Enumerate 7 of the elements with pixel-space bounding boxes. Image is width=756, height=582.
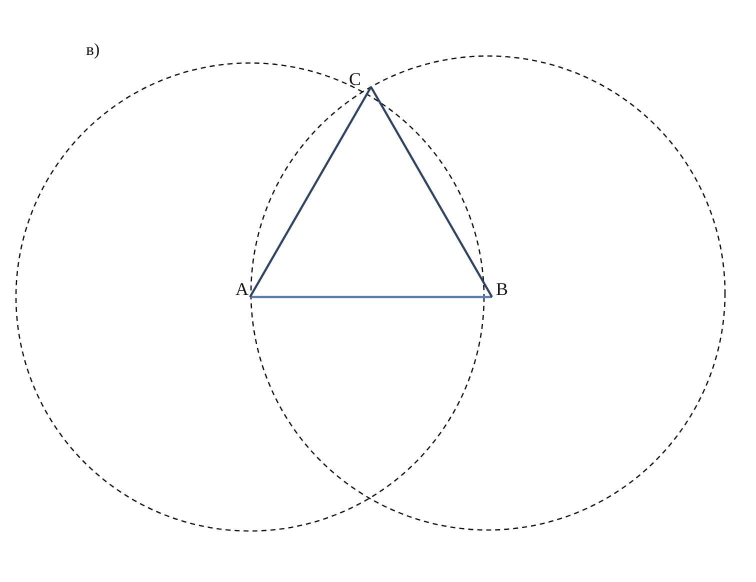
vertex-label: C <box>347 71 363 87</box>
vertex-label: A <box>234 281 250 297</box>
vertex-label: B <box>494 281 510 297</box>
triangle-side <box>249 86 372 298</box>
panel-label: в) <box>86 41 100 59</box>
triangle-side <box>250 296 492 298</box>
triangle-side <box>370 86 493 298</box>
